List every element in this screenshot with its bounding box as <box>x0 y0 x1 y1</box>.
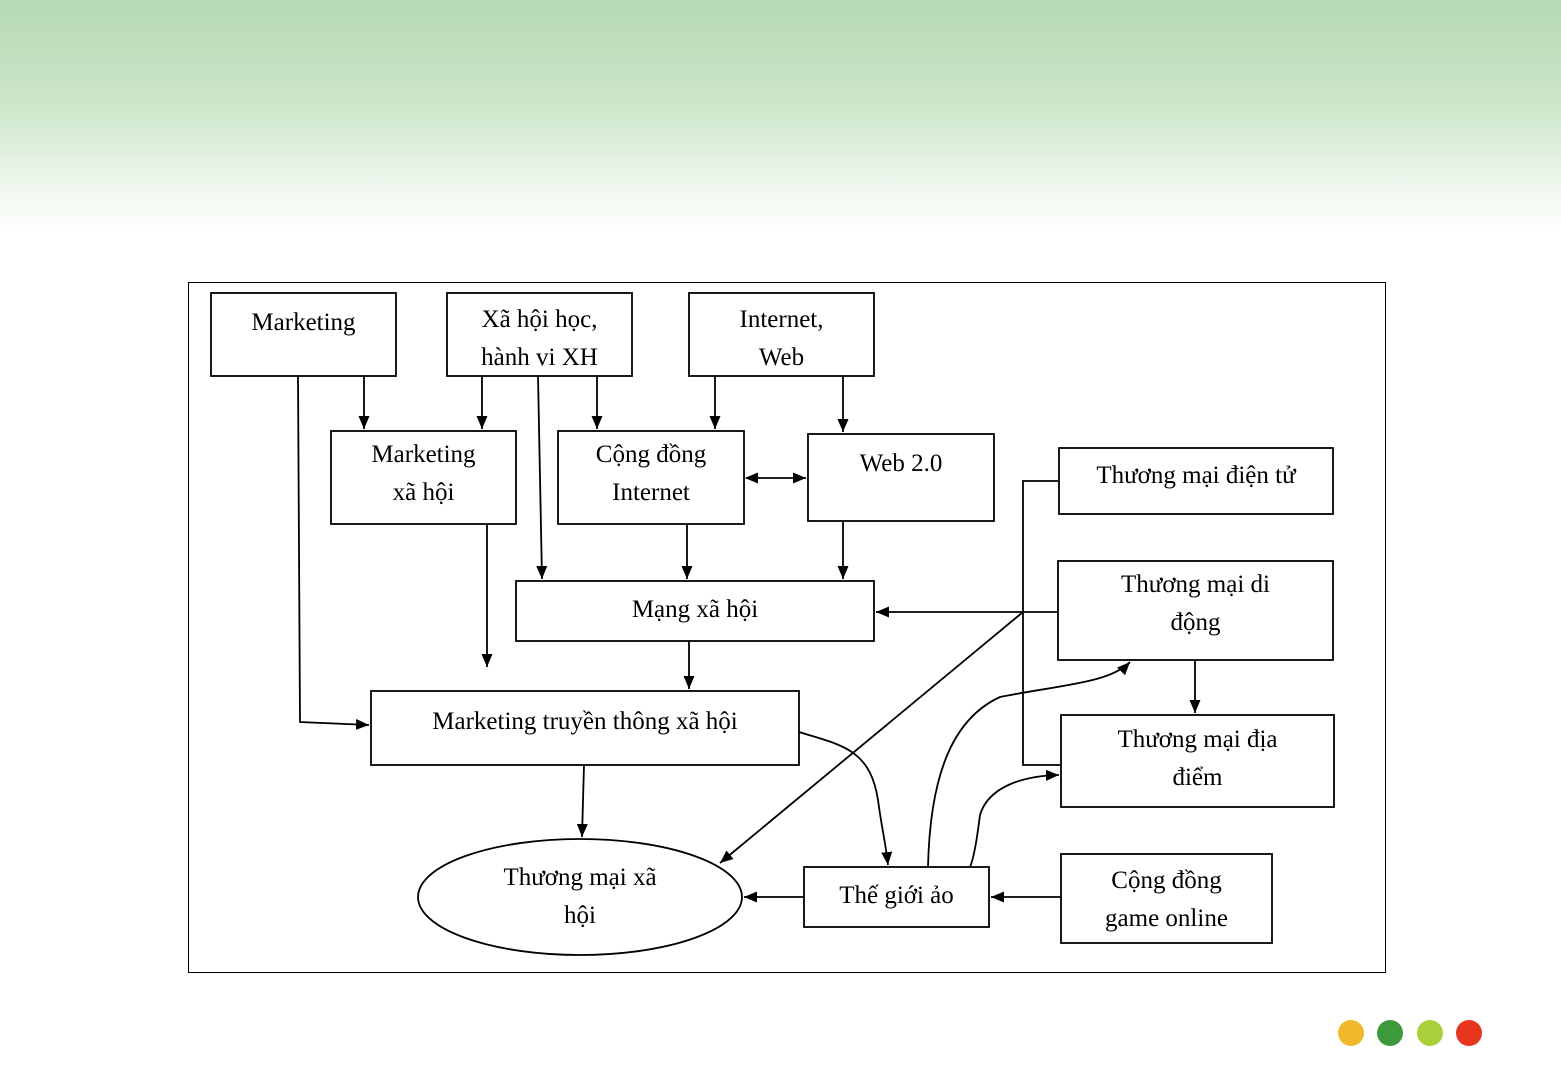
label-marketing: Marketing <box>211 293 396 353</box>
dot-dark-green <box>1377 1020 1403 1046</box>
label-tm-xa-hoi: Thương mại xã hội <box>418 859 742 939</box>
arrow-mtt-to-tga <box>799 732 888 865</box>
dot-light-green <box>1417 1020 1443 1046</box>
dot-yellow <box>1338 1020 1364 1046</box>
decoration-dots <box>1338 1020 1488 1046</box>
arrow-marketing-to-mtt <box>298 376 369 725</box>
arrow-tga-to-tmdiadiem <box>970 775 1059 867</box>
label-cong-dong-internet: Cộng đồng Internet <box>558 436 744 516</box>
label-tm-dia-diem: Thương mại địa điểm <box>1061 721 1334 801</box>
label-the-gioi-ao: Thế giới ảo <box>804 867 989 925</box>
label-cong-dong-game: Cộng đồng game online <box>1061 862 1272 942</box>
arrow-xhh-to-mang <box>538 376 542 579</box>
label-tm-dien-tu: Thương mại điện tử <box>1059 448 1333 504</box>
arrow-mtt-to-tmxh <box>582 765 584 837</box>
line-tmdt-bracket <box>1023 481 1061 765</box>
dot-red <box>1456 1020 1482 1046</box>
label-web20: Web 2.0 <box>808 434 994 494</box>
label-marketing-xa-hoi: Marketing xã hội <box>331 436 516 516</box>
label-marketing-truyen-thong: Marketing truyền thông xã hội <box>371 691 799 753</box>
label-mang-xa-hoi: Mạng xã hội <box>516 581 874 639</box>
label-internet-web: Internet, Web <box>689 301 874 377</box>
label-xa-hoi-hoc: Xã hội học, hành vi XH <box>447 301 632 377</box>
label-tm-di-dong: Thương mại di động <box>1058 566 1333 646</box>
